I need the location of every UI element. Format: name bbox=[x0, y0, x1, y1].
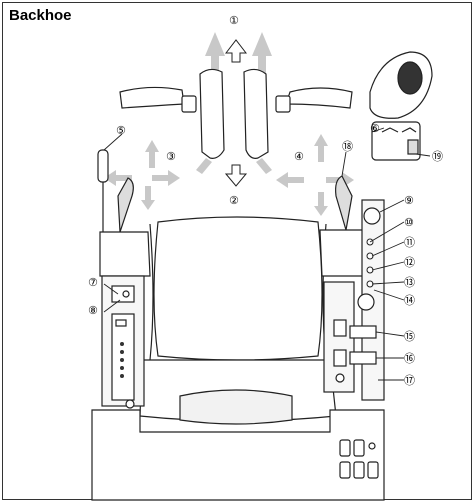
callout-9: ⑨ bbox=[404, 194, 414, 207]
callout-4: ④ bbox=[294, 150, 304, 163]
callout-18: ⑱ bbox=[342, 140, 353, 153]
callout-13: ⑬ bbox=[404, 276, 415, 289]
callout-11: ⑪ bbox=[404, 236, 415, 249]
right-console bbox=[319, 175, 385, 401]
motion-arrows bbox=[104, 32, 354, 216]
callout-5: ⑤ bbox=[116, 124, 126, 137]
callout-10: ⑩ bbox=[404, 216, 414, 229]
callout-7: ⑦ bbox=[88, 276, 98, 289]
leader-lines bbox=[103, 127, 431, 381]
callout-6: ⑥ bbox=[370, 122, 380, 135]
open-arrows bbox=[224, 39, 248, 187]
callout-17: ⑰ bbox=[404, 374, 415, 387]
operator-seat bbox=[139, 216, 337, 425]
callout-16: ⑯ bbox=[404, 352, 415, 365]
callout-19: ⑲ bbox=[432, 150, 443, 163]
callouts: ① ② ③ ④ ⑤ ⑥ ⑦ ⑧ ⑨ ⑩ ⑪ ⑫ ⑬ ⑭ ⑮ ⑯ ⑰ ⑱ ⑲ bbox=[88, 14, 443, 387]
base-panel bbox=[91, 409, 385, 501]
pedal-detail bbox=[369, 51, 433, 161]
callout-15: ⑮ bbox=[404, 330, 415, 343]
callout-8: ⑧ bbox=[88, 304, 98, 317]
callout-2: ② bbox=[229, 194, 239, 207]
callout-12: ⑫ bbox=[404, 256, 415, 269]
diagram-title: Backhoe bbox=[9, 7, 72, 24]
callout-14: ⑭ bbox=[404, 294, 415, 307]
callout-3: ③ bbox=[166, 150, 176, 163]
left-console bbox=[97, 149, 151, 409]
travel-levers bbox=[119, 68, 353, 159]
callout-1: ① bbox=[229, 14, 239, 27]
